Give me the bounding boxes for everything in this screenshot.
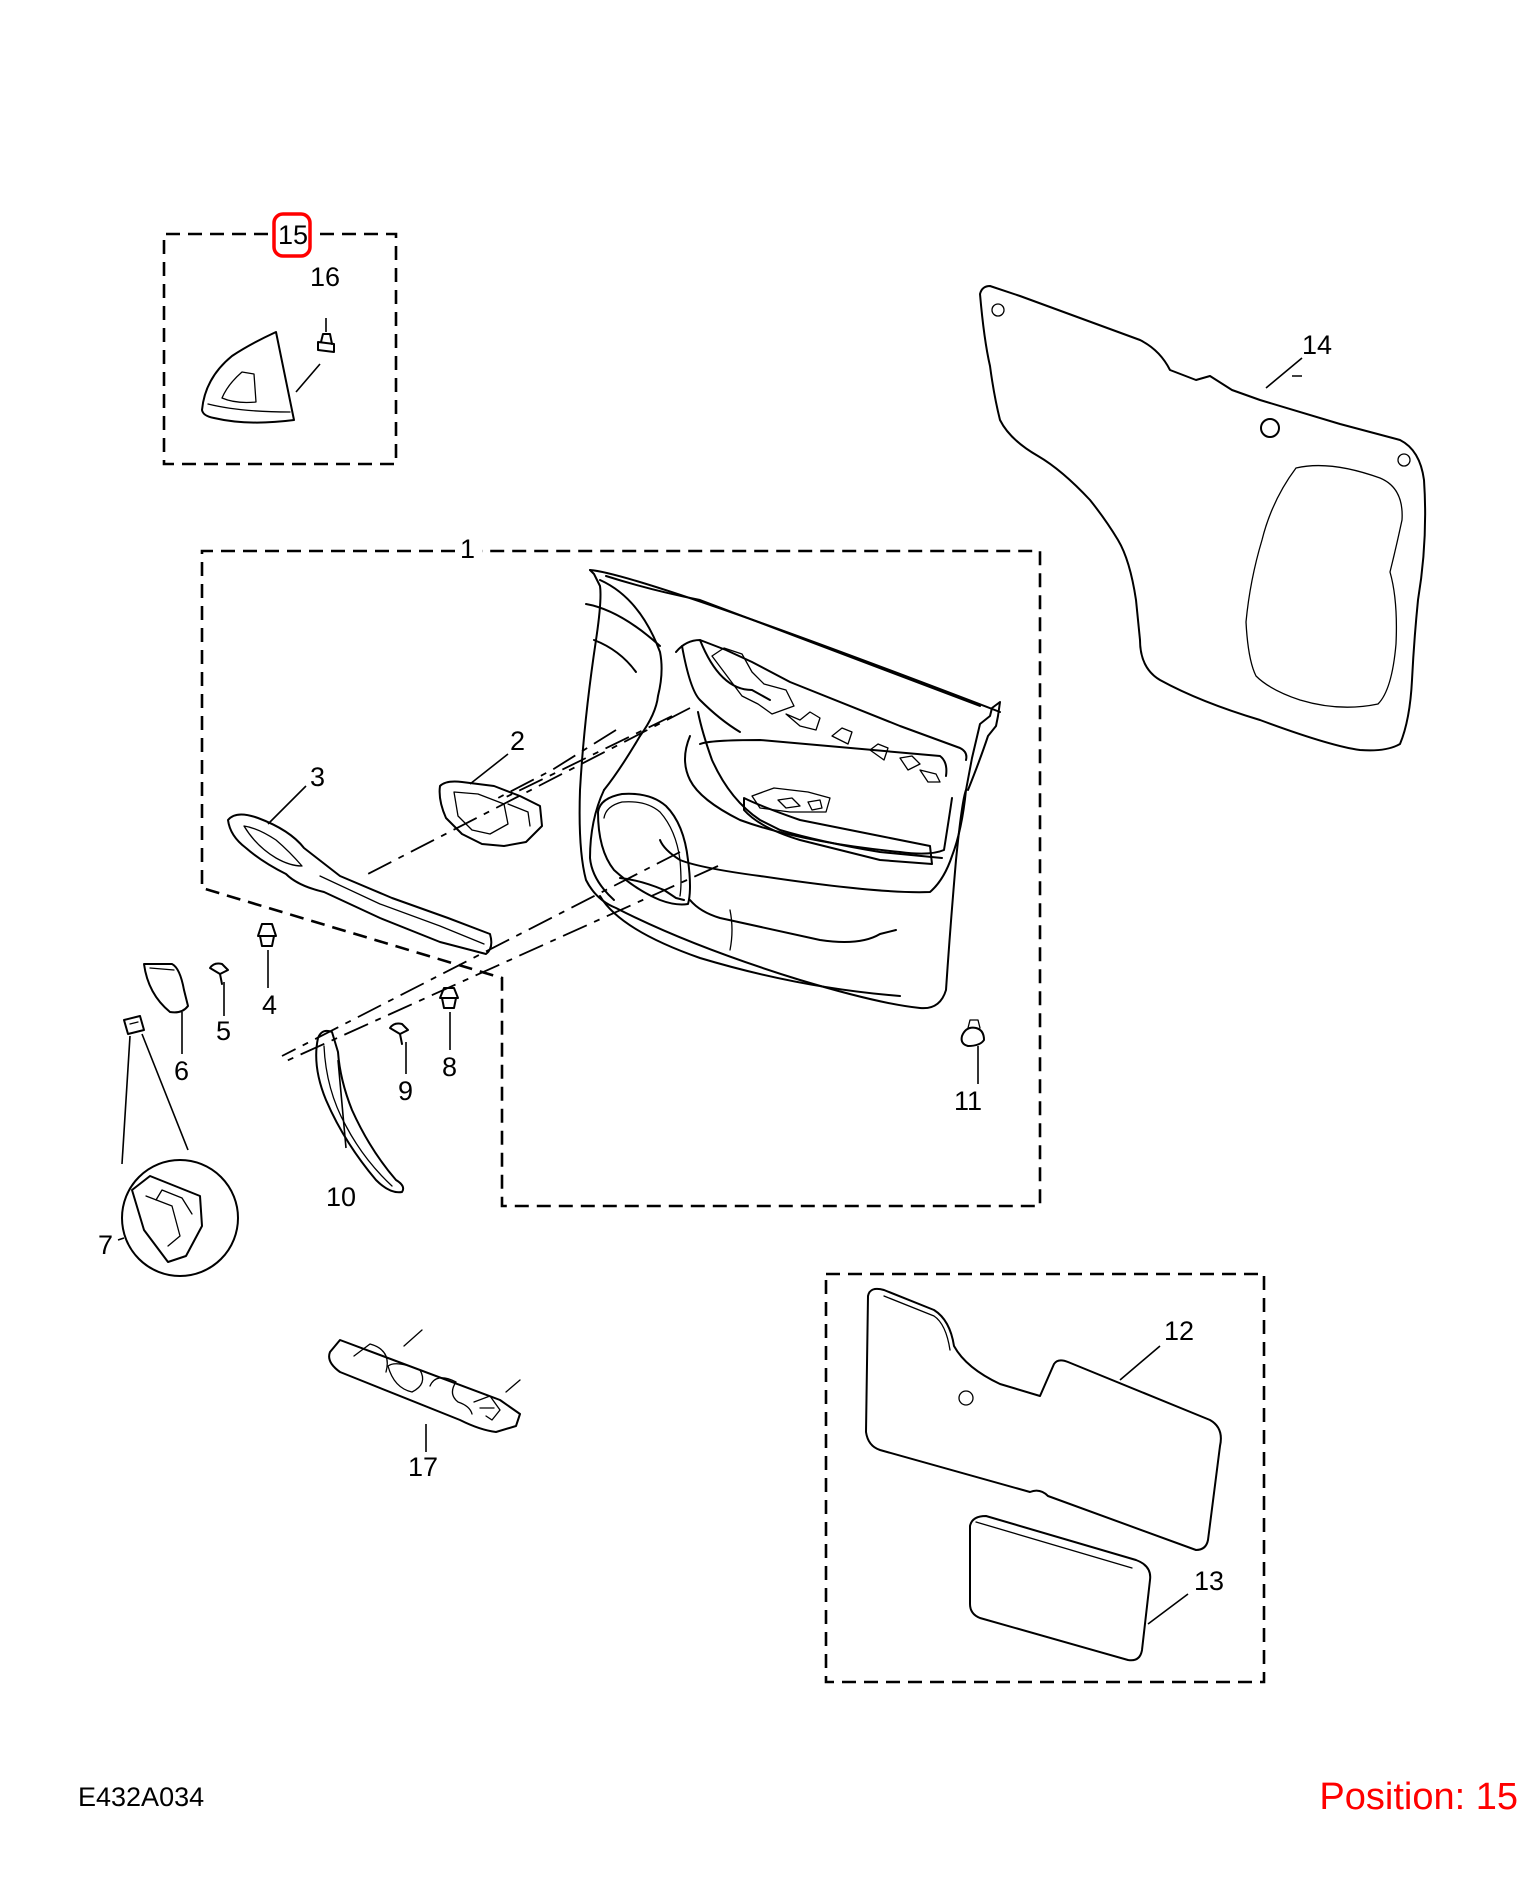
group-box-1	[200, 549, 1042, 1208]
clip-part-4[interactable]	[257, 923, 277, 947]
callout-8[interactable]: 8	[442, 1052, 457, 1082]
pad-part-13[interactable]	[969, 1515, 1152, 1662]
watershield-part-14[interactable]	[979, 285, 1427, 752]
callout-6[interactable]: 6	[174, 1056, 189, 1086]
callout-3[interactable]: 3	[310, 762, 325, 792]
handle-bezel-part-2[interactable]	[438, 780, 543, 847]
switch-part-7[interactable]	[131, 1175, 203, 1263]
assembly-lines	[281, 707, 719, 1063]
armrest-trim-part-3[interactable]	[227, 813, 493, 955]
leader-13	[1147, 1593, 1189, 1625]
callout-17[interactable]: 17	[408, 1452, 438, 1482]
leader-12	[1119, 1345, 1161, 1381]
leader-3	[267, 785, 307, 825]
sound-absorber-part-12[interactable]	[865, 1287, 1222, 1551]
bose-badge-part-17[interactable]	[328, 1329, 521, 1433]
leader-14	[1265, 357, 1303, 389]
callout-10[interactable]: 10	[326, 1182, 356, 1212]
switch-connector-small[interactable]	[123, 1015, 145, 1035]
mirror-trim-part-15[interactable]	[201, 331, 295, 424]
leader-10	[337, 1059, 347, 1149]
leader-7	[117, 1237, 125, 1241]
clip-part-8[interactable]	[439, 987, 459, 1009]
door-trim-panel[interactable]	[578, 569, 1001, 1010]
clip-part-11[interactable]	[960, 1019, 985, 1047]
leader-2	[469, 753, 509, 785]
callout-14[interactable]: 14	[1302, 330, 1332, 360]
diagram-code: E432A034	[78, 1782, 205, 1812]
callout-7[interactable]: 7	[98, 1230, 113, 1260]
callout-4[interactable]: 4	[262, 990, 277, 1020]
screw-part-9[interactable]	[389, 1022, 409, 1045]
callout-16[interactable]: 16	[310, 262, 340, 292]
grab-handle-part-10[interactable]	[315, 1029, 405, 1194]
callout-15-highlight[interactable]	[272, 212, 312, 258]
group-box-15	[162, 212, 398, 466]
callout-15[interactable]: 15	[278, 220, 308, 250]
callout-12[interactable]: 12	[1164, 1316, 1194, 1346]
callout-13[interactable]: 13	[1194, 1566, 1224, 1596]
callout-1[interactable]: 1	[460, 534, 475, 564]
leader-7-a	[121, 1035, 131, 1165]
detail-circle-7	[121, 1159, 239, 1277]
clip-part-16[interactable]	[317, 333, 335, 353]
callout-5[interactable]: 5	[216, 1016, 231, 1046]
cover-part-6[interactable]	[143, 963, 189, 1014]
position-label: Position: 15	[1319, 1776, 1518, 1818]
callout-2[interactable]: 2	[510, 726, 525, 756]
leader-7-b	[141, 1033, 189, 1151]
callout-11[interactable]: 11	[954, 1086, 982, 1116]
group-box-12	[824, 1272, 1266, 1684]
screw-part-5[interactable]	[209, 962, 229, 985]
callout-9[interactable]: 9	[398, 1076, 413, 1106]
